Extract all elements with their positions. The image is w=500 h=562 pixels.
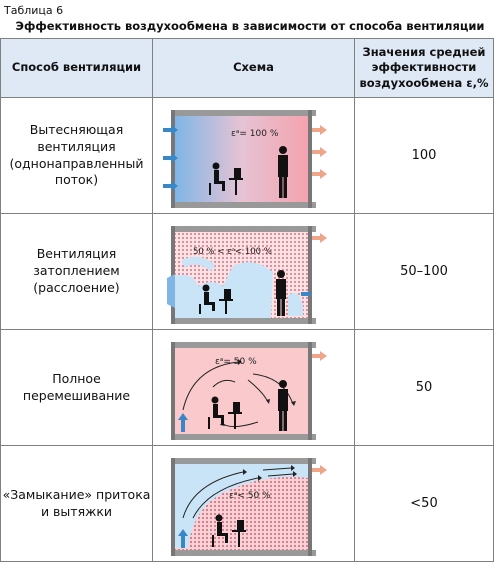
ceiling [171,225,316,232]
return-grille-icon [301,291,311,296]
value-cell: <50 [354,445,494,562]
short-circuit-scheme-diagram: εᵃ< 50 % [171,457,327,556]
seated-person-icon [209,162,243,195]
flooding-scheme-diagram: 50 % < εᵃ< 100 % [167,225,327,324]
table-header-row: Способ вентиляции Схема Значения средней… [0,38,494,98]
right-wall [308,457,312,556]
scheme-cell: 50 % < εᵃ< 100 % [152,213,355,330]
inlet-arrow-icon [163,124,178,191]
table-row: Вентиляция затоплением (расслоение) [0,213,494,330]
arrowhead-icon [243,464,297,481]
ceiling [171,457,316,464]
outlet-arrow-icon [312,350,327,361]
seated-person-icon [212,514,246,547]
value-cell: 50 [354,329,494,446]
circulation-arrows-icon [182,361,294,427]
standing-person-icon [278,145,288,198]
inlet-arrow-icon [178,412,188,432]
table-row: Вытесняющая вентиляция (однонаправленный… [0,97,494,214]
left-wall [171,341,175,440]
scheme-label: εᵃ= 50 % [215,357,257,367]
method-cell: Полное перемешивание [0,329,153,446]
standing-person-icon [278,379,288,431]
left-wall [171,457,175,556]
header-method: Способ вентиляции [0,38,153,98]
scheme-label: εᵃ= 100 % [231,129,279,139]
method-cell: «Замыкание» притока и вытяжки [0,445,153,562]
table-row: Полное перемешивание [0,329,494,446]
inlet-arrow-icon [178,528,188,548]
table-row: «Замыкание» притока и вытяжки [0,445,494,562]
method-cell: Вытесняющая вентиляция (однонаправленный… [0,97,153,214]
mixing-scheme-diagram: εᵃ= 50 % [171,341,327,440]
outlet-arrow-icon [312,232,327,243]
right-wall [308,225,312,324]
method-cell: Вентиляция затоплением (расслоение) [0,213,153,330]
seated-person-icon [199,284,233,314]
floor [171,201,316,208]
ceiling [171,341,316,348]
floor [171,317,316,324]
ventilation-table: Способ вентиляции Схема Значения средней… [0,38,494,562]
scheme-cell: εᵃ= 50 % [152,329,355,446]
airflow-arrows-icon [182,467,294,518]
scheme-cell: εᵃ< 50 % [152,445,355,562]
ceiling [171,109,316,116]
outlet-arrow-icon [312,464,327,475]
scheme-label: εᵃ< 50 % [229,491,271,501]
inlet-diffuser-icon [167,273,175,308]
scheme-cell: εᵃ= 100 % [152,97,355,214]
displacement-scheme-diagram: εᵃ= 100 % [163,109,327,208]
scheme-label: 50 % < εᵃ< 100 % [193,247,272,257]
floor [171,433,316,440]
header-scheme: Схема [152,38,355,98]
value-cell: 100 [354,97,494,214]
header-value: Значения средней эффективности воздухооб… [354,38,494,98]
fresh-air-plume [181,256,216,271]
table-title: Эффективность воздухообмена в зависимост… [15,19,485,33]
standing-person-icon [276,269,286,316]
table-label: Таблица 6 [4,4,64,17]
seated-person-icon [208,396,242,429]
right-wall [308,341,312,440]
value-cell: 50–100 [354,213,494,330]
floor [171,549,316,556]
right-wall [308,109,312,208]
fresh-air-corner [288,292,303,316]
outlet-arrow-icon [312,124,327,179]
